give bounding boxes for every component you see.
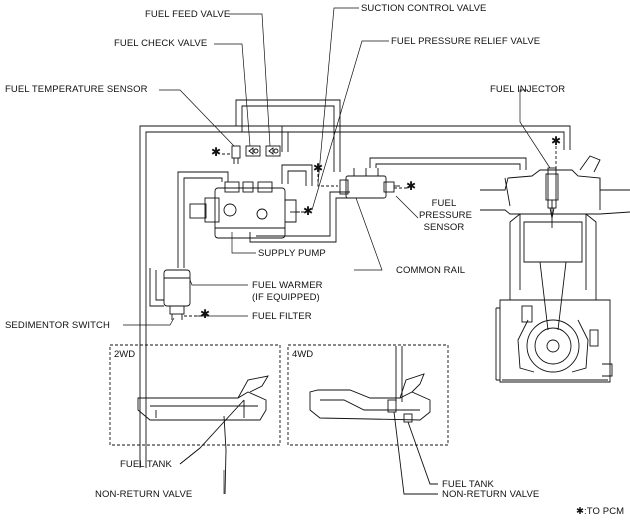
label-2wd: 2WD [114, 349, 136, 360]
label-non-return-valve-2wd: NON-RETURN VALVE [95, 489, 193, 500]
pcm-marker-suction-valve: ✱ [313, 161, 324, 175]
label-non-return-valve-4wd: NON-RETURN VALVE [442, 489, 540, 500]
label-4wd: 4WD [292, 349, 314, 360]
common-rail [339, 157, 527, 199]
label-fuel-filter: FUEL FILTER [252, 311, 312, 322]
legend-to-pcm: ✱:TO PCM [576, 506, 625, 517]
fuel-check-valve [245, 145, 261, 157]
tank-leader-lines [179, 447, 225, 494]
label-fuel-pressure-sensor-line2: PRESSURE [419, 210, 473, 221]
label-fuel-tank-2wd: FUEL TANK [120, 459, 172, 470]
label-common-rail: COMMON RAIL [396, 265, 466, 276]
label-fuel-warmer-line2: (IF EQUIPPED) [252, 292, 320, 303]
supply-pump [189, 181, 300, 239]
pcm-marker-sedimentor: ✱ [200, 307, 211, 321]
engine [480, 155, 630, 383]
high-pressure-pipe [249, 164, 350, 243]
fuel-filter [149, 268, 191, 320]
fuel-feed-valve [265, 145, 281, 157]
fuel-injector [547, 167, 557, 219]
label-fuel-check-valve: FUEL CHECK VALVE [114, 38, 208, 49]
label-fuel-pressure-sensor-line1: FUEL [431, 198, 457, 209]
pcm-connections [184, 146, 557, 317]
pcm-marker-supply-pump: ✱ [303, 204, 314, 218]
feed-pipe [177, 171, 229, 268]
label-fuel-temperature-sensor: FUEL TEMPERATURE SENSOR [5, 84, 148, 95]
pcm-marker-injector: ✱ [551, 134, 562, 148]
label-fuel-warmer-line1: FUEL WARMER [252, 280, 323, 291]
label-suction-control-valve: SUCTION CONTROL VALVE [361, 3, 487, 14]
leader-lines [123, 7, 551, 326]
return-pipe [139, 99, 571, 468]
pcm-marker-temp-sensor: ✱ [211, 145, 222, 159]
fuel-temperature-sensor [231, 145, 241, 164]
box-4wd [287, 344, 449, 495]
pcm-marker-pressure-sensor: ✱ [406, 179, 417, 193]
box-2wd [109, 344, 281, 495]
label-fuel-pressure-relief-valve: FUEL PRESSURE RELIEF VALVE [391, 36, 541, 47]
label-fuel-tank-4wd: FUEL TANK [442, 479, 494, 490]
label-supply-pump: SUPPLY PUMP [258, 248, 326, 259]
label-fuel-injector: FUEL INJECTOR [490, 84, 566, 95]
label-fuel-pressure-sensor-line3: SENSOR [423, 222, 465, 233]
label-fuel-feed-valve: FUEL FEED VALVE [145, 9, 231, 20]
label-sedimentor-switch: SEDIMENTOR SWITCH [5, 320, 110, 331]
